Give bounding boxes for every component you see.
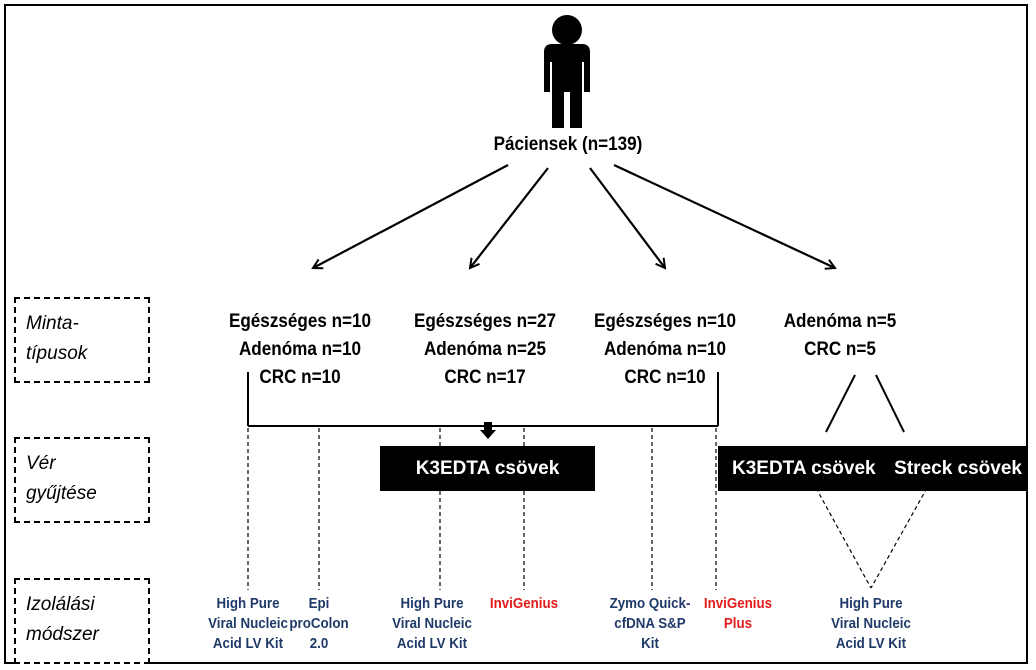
diagram-frame [4,4,1028,664]
group-3-counts: Egészséges n=10 Adenóma n=10 CRC n=10 [593,311,737,388]
row-label-sample-types: Minta- típusok [14,297,150,383]
patients-label: Páciensek (n=139) [493,134,643,155]
method-zymo-quick: Zymo Quick- cfDNA S&P Kit [609,596,691,652]
method-dashed-lines [247,428,928,590]
patient-arrows [313,164,835,268]
group-2-counts: Egészséges n=27 Adenóma n=25 CRC n=17 [413,311,557,388]
group-4-counts: Adenóma n=5 CRC n=5 [783,311,897,360]
group-1-counts: Egészséges n=10 Adenóma n=10 CRC n=10 [228,311,372,388]
method-invigenius-plus: InviGenius Plus [703,596,773,632]
streck-tubes-label: Streck csövek [894,457,1022,479]
k3edta-tubes-box: K3EDTA csövek [380,446,595,491]
row-label-isolation-method: Izolálási módszer [14,578,150,664]
method-epi-procolon: Epi proColon 2.0 [289,596,349,652]
method-invigenius: InviGenius [489,596,559,612]
person-icon [544,15,590,128]
method-high-pure-1: High Pure Viral Nucleic Acid LV Kit [208,596,288,652]
group-bracket [247,372,719,427]
method-high-pure-2: High Pure Viral Nucleic Acid LV Kit [392,596,472,652]
k3edta-streck-tubes-box: K3EDTA csövek Streck csövek [718,446,1028,491]
split-lines [825,374,905,433]
method-high-pure-3: High Pure Viral Nucleic Acid LV Kit [831,596,911,652]
down-arrow-icon [480,422,496,439]
row-label-blood-collection: Vér gyűjtése [14,437,150,523]
k3edta-tubes-label: K3EDTA csövek [732,457,876,479]
